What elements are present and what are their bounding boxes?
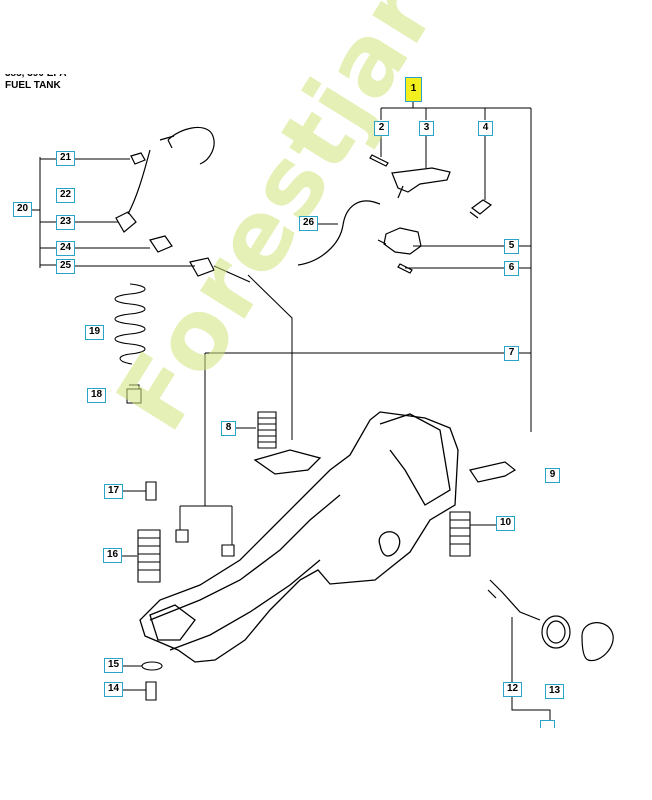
leader-7-drop	[179, 353, 233, 545]
part-8-spring	[257, 411, 277, 449]
fuel-tank-body	[139, 411, 459, 663]
callout-5: 5	[504, 239, 519, 254]
part-13-hose	[487, 579, 541, 621]
part-10-spring	[449, 511, 471, 557]
callout-10: 10	[496, 516, 515, 531]
callout-12: 12	[503, 682, 522, 697]
part-25-filter	[189, 257, 251, 283]
callout-partial-bottom	[540, 720, 555, 728]
leader-12-bracket	[511, 617, 551, 722]
part-22-hose	[127, 149, 151, 215]
part-15-washer	[141, 661, 163, 671]
part-18-plug	[126, 384, 142, 404]
part-cap-screw-b	[221, 544, 235, 557]
part-cap-screw-a	[175, 529, 189, 543]
leader-20-bracket	[32, 157, 56, 268]
part-24-fitting	[149, 235, 173, 253]
callout-3: 3	[419, 121, 434, 136]
part-5-valve	[377, 227, 422, 255]
part-14-screw	[145, 681, 157, 701]
callout-17: 17	[104, 484, 123, 499]
part-21-clamp	[130, 152, 146, 165]
callout-1: 1	[405, 77, 422, 102]
callout-8: 8	[221, 421, 236, 436]
leader-fuel-line	[247, 274, 293, 440]
part-16-spring	[137, 529, 161, 583]
tank-rail-lower	[169, 559, 321, 651]
tank-opening	[378, 531, 401, 557]
part-6-pin	[397, 263, 413, 274]
tank-front-block	[149, 604, 196, 641]
callout-16: 16	[103, 548, 122, 563]
callout-24: 24	[56, 241, 75, 256]
part-2-pin	[369, 154, 389, 167]
model-line: 385, 390 EPA	[5, 68, 67, 79]
part-23-elbow	[115, 211, 137, 233]
part-19-spring	[114, 283, 146, 365]
callout-9: 9	[545, 468, 560, 483]
part-4-clip	[469, 199, 493, 219]
part-9-grip	[469, 461, 517, 483]
part-26-cable	[297, 200, 381, 266]
leader-1-tree	[380, 102, 532, 432]
callout-26: 26	[299, 216, 318, 231]
callout-19: 19	[85, 325, 104, 340]
callout-25: 25	[56, 259, 75, 274]
tank-flange	[253, 449, 322, 475]
callout-7: 7	[504, 346, 519, 361]
callout-20: 20	[13, 202, 32, 217]
callout-21: 21	[56, 151, 75, 166]
part-12-seal-inner	[546, 620, 566, 644]
section-title: FUEL TANK	[5, 80, 61, 91]
part-13-cap	[581, 622, 614, 662]
callout-4: 4	[478, 121, 493, 136]
callout-15: 15	[104, 658, 123, 673]
part-12-seal	[541, 615, 571, 649]
tank-handle	[379, 413, 451, 506]
callout-14: 14	[104, 682, 123, 697]
callout-18: 18	[87, 388, 106, 403]
part-3-bracket	[391, 167, 451, 199]
callout-6: 6	[504, 261, 519, 276]
callout-23: 23	[56, 215, 75, 230]
callout-22: 22	[56, 188, 75, 203]
tank-rail	[149, 494, 341, 621]
part-21-hose-top	[159, 126, 215, 165]
part-17-screw	[145, 481, 157, 501]
callout-2: 2	[374, 121, 389, 136]
callout-13: 13	[545, 684, 564, 699]
